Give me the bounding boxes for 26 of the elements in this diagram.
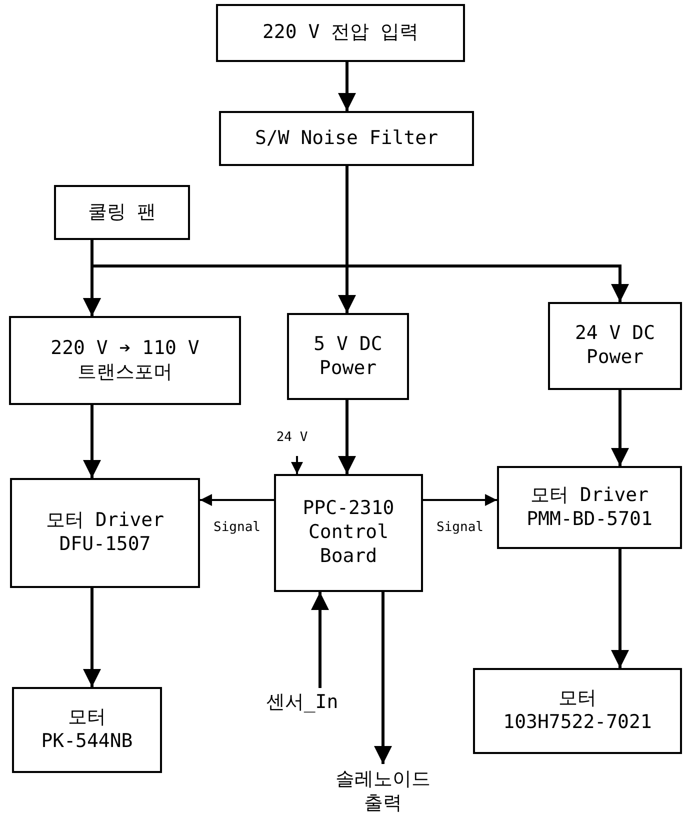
process-box: 220 V 전압 입력 (216, 4, 465, 62)
arrow (311, 592, 329, 688)
arrow (423, 494, 497, 506)
arrow (291, 456, 303, 474)
arrow (338, 62, 356, 111)
process-box: S/W Noise Filter (219, 111, 474, 166)
process-box: PPC-2310 Control Board (274, 474, 423, 592)
process-box: 220 V ➔ 110 V 트랜스포머 (9, 316, 241, 405)
process-box: 모터 Driver PMM-BD-5701 (497, 466, 682, 549)
input-label: 센서_In (252, 688, 352, 718)
arrow (338, 400, 356, 474)
arrow (611, 390, 629, 466)
arrow (83, 240, 101, 316)
process-box: 24 V DC Power (548, 302, 682, 390)
process-box: 모터 PK-544NB (12, 687, 162, 773)
arrow (83, 405, 101, 478)
arrow (346, 166, 629, 302)
arrow (200, 494, 274, 506)
process-box: 쿨링 팬 (54, 185, 190, 240)
arrow (83, 588, 101, 687)
process-box: 모터 103H7522-7021 (473, 668, 682, 754)
arrow (374, 592, 392, 764)
process-box: 5 V DC Power (287, 313, 409, 400)
process-box: 모터 Driver DFU-1507 (10, 478, 200, 588)
output-label: 솔레노이드 출력 (318, 764, 448, 820)
arrow (611, 549, 629, 668)
